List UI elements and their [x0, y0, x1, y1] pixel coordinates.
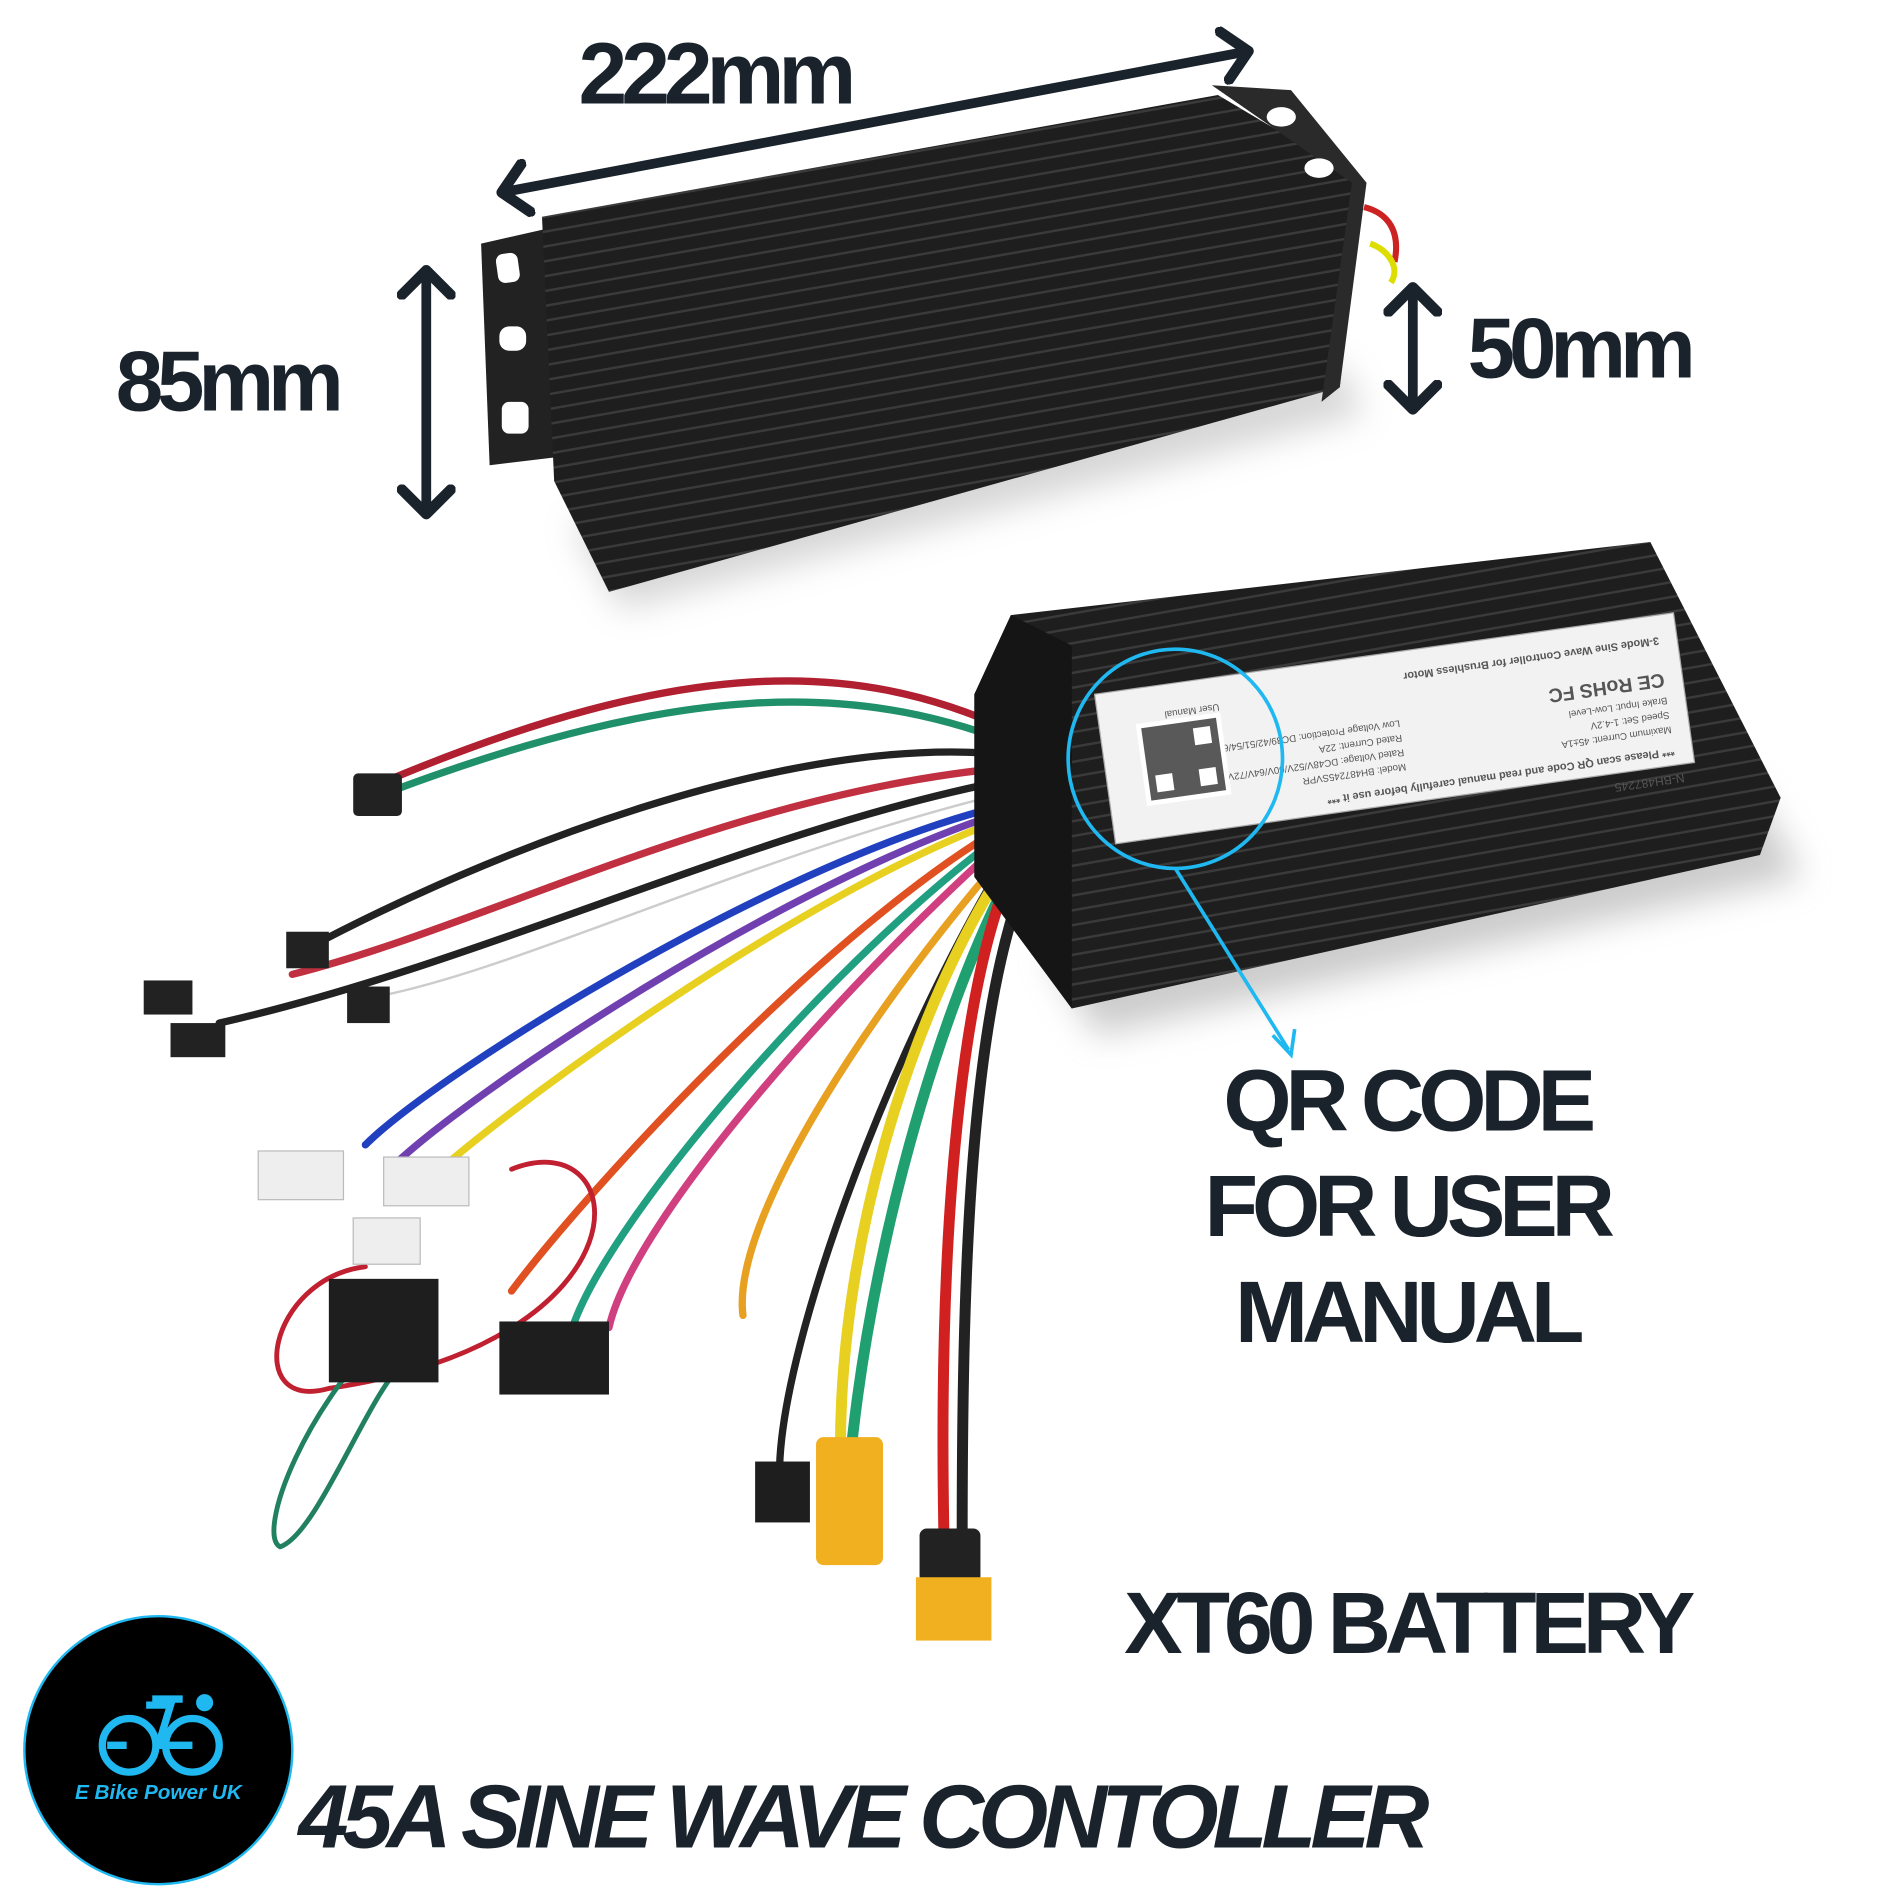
product-label: *** Please scan QR Code and read manual …: [1093, 612, 1696, 845]
ebike-icon: [98, 1694, 223, 1776]
callout-arrow: [1173, 867, 1291, 1051]
battery-callout: XT60 BATTERY: [1124, 1574, 1695, 1672]
qr-callout-line1: QR CODE: [1223, 1051, 1593, 1149]
xt60-connector-battery: [915, 1577, 992, 1641]
length-label: 222mm: [579, 25, 852, 123]
wiring-harness: [215, 677, 1047, 1550]
xt60-connector-female: [816, 1437, 884, 1566]
height-label: 85mm: [116, 334, 339, 429]
controller-top-view: [481, 85, 1400, 609]
width-label: 50mm: [1468, 302, 1691, 397]
product-title: 45A SINE WAVE CONTOLLER: [296, 1767, 1429, 1868]
qr-code: [1135, 712, 1232, 807]
brand-logo: E Bike Power UK: [23, 1615, 294, 1886]
qr-callout-line2: FOR USER: [1205, 1157, 1614, 1255]
connectors: [143, 773, 992, 1641]
controller-main: *** Please scan QR Code and read manual …: [974, 541, 1803, 1036]
length-arrow: [502, 51, 1249, 192]
qr-callout-line3: MANUAL: [1235, 1263, 1582, 1361]
brand-name: E Bike Power UK: [75, 1781, 244, 1804]
